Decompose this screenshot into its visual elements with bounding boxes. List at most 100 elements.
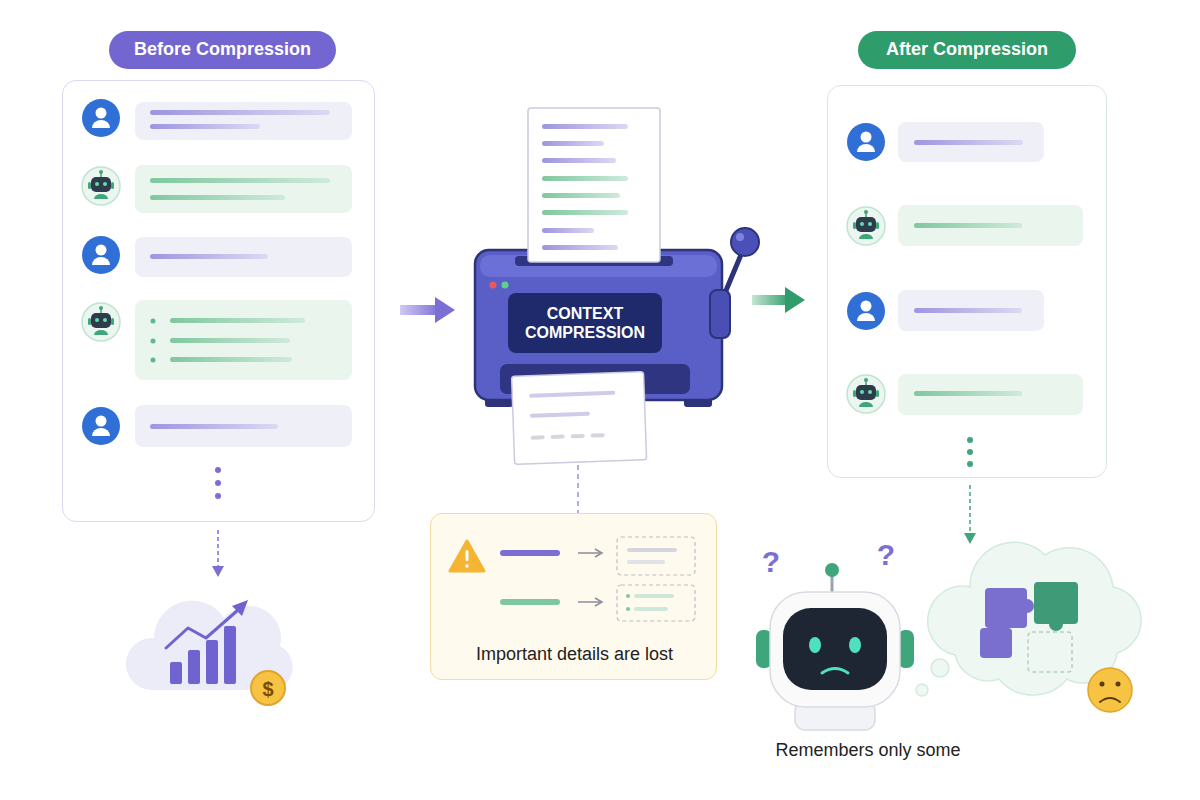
compression-machine: CONTEXT COMPRESSION	[460, 250, 700, 465]
panel-heading: Before Compression	[109, 31, 336, 69]
dashed-pointer	[217, 530, 219, 567]
chat-history-before	[135, 405, 352, 447]
compression-machine	[490, 282, 497, 289]
cost-cloud	[224, 626, 236, 684]
compression-machine	[542, 176, 628, 181]
chat-history-after	[898, 374, 1083, 415]
machine-label: CONTEXT COMPRESSION	[508, 293, 662, 353]
cost-cloud	[251, 671, 285, 705]
compression-machine	[542, 158, 616, 163]
chat-history-before	[215, 467, 221, 473]
chat-history-before	[82, 236, 120, 274]
chat-history-before	[135, 300, 352, 380]
chat-history-after	[898, 205, 1083, 246]
loss-callout	[595, 549, 602, 557]
cost-cloud	[170, 662, 182, 684]
loss-callout	[500, 599, 560, 605]
chat-history-after	[914, 391, 1022, 396]
compression-machine	[530, 412, 590, 418]
loss-callout	[595, 598, 602, 606]
confused-robot	[809, 637, 821, 653]
loss-callout	[626, 594, 630, 598]
chat-history-after	[898, 122, 1044, 162]
thought-cloud	[1116, 682, 1121, 687]
dashed-pointer	[964, 533, 976, 544]
chat-history-after	[847, 375, 885, 413]
chat-history-before	[170, 318, 305, 323]
thought-cloud	[916, 684, 928, 696]
thought-cloud	[1028, 632, 1072, 672]
chat-history-after	[967, 437, 973, 443]
thought-cloud	[990, 622, 1002, 634]
thought-cloud	[1100, 698, 1120, 702]
loss-callout	[634, 607, 668, 611]
chat-history-after	[914, 223, 1022, 228]
question-mark: ?	[877, 538, 895, 572]
chat-history-before	[151, 358, 156, 363]
compression-machine	[529, 391, 615, 398]
compression-machine	[731, 228, 759, 256]
question-mark: ?	[762, 545, 780, 579]
chat-history-after	[898, 290, 1044, 331]
flow-arrow	[400, 305, 435, 315]
loss-callout	[465, 564, 469, 568]
chat-history-after	[847, 292, 885, 330]
confused-robot	[831, 576, 834, 592]
chat-history-after	[847, 122, 1083, 467]
chat-history-before	[150, 195, 285, 200]
compression-machine	[528, 108, 660, 262]
cost-cloud	[232, 600, 248, 616]
compression-machine	[542, 193, 620, 198]
thought-cloud	[1049, 617, 1063, 631]
chat-history-after	[914, 140, 1023, 145]
dashed-pointer	[969, 485, 971, 534]
panel: After Compression	[827, 85, 1107, 478]
compression-machine	[542, 228, 594, 233]
loss-callout	[627, 548, 677, 552]
chat-history-before	[170, 357, 292, 362]
compression-machine	[710, 290, 730, 338]
compression-machine	[542, 245, 618, 250]
chat-history-before	[215, 493, 221, 499]
compression-machine	[502, 282, 509, 289]
loss-callout	[450, 541, 484, 571]
chat-history-before	[150, 124, 260, 129]
thought-cloud	[1100, 682, 1105, 687]
loss-callout	[627, 560, 665, 564]
chat-history-after	[967, 461, 973, 467]
confused-robot	[825, 563, 839, 577]
thought-cloud	[1020, 599, 1034, 613]
loss-callout	[617, 585, 695, 621]
cost-cloud	[166, 610, 238, 648]
chat-history-after	[967, 449, 973, 455]
chat-history-before	[151, 319, 156, 324]
compression-machine	[512, 372, 647, 465]
dashed-pointer	[212, 530, 224, 577]
confused-robot	[770, 592, 900, 707]
compression-machine	[551, 435, 565, 439]
confused-robot	[756, 563, 914, 730]
chat-history-before	[82, 303, 120, 341]
chat-history-before	[170, 338, 290, 343]
loss-callout	[500, 550, 560, 556]
thought-cloud	[1088, 668, 1132, 712]
dashed-connector	[577, 465, 579, 513]
chat-history-before	[82, 167, 120, 205]
confused-robot	[822, 669, 848, 674]
chat-history-before	[82, 99, 120, 137]
panel-heading: After Compression	[858, 31, 1076, 69]
compression-machine	[542, 210, 628, 215]
compression-machine	[531, 435, 545, 439]
compression-machine	[571, 434, 585, 438]
loss-callout	[634, 594, 674, 598]
chat-history-before	[151, 339, 156, 344]
thought-cloud	[916, 542, 1141, 712]
caption-text: Remembers only some	[775, 740, 960, 761]
loss-callout	[578, 552, 600, 554]
chat-history-after	[914, 308, 1022, 313]
chat-history-before	[135, 237, 352, 277]
chat-history-before	[150, 110, 330, 115]
compression-machine	[542, 124, 628, 129]
